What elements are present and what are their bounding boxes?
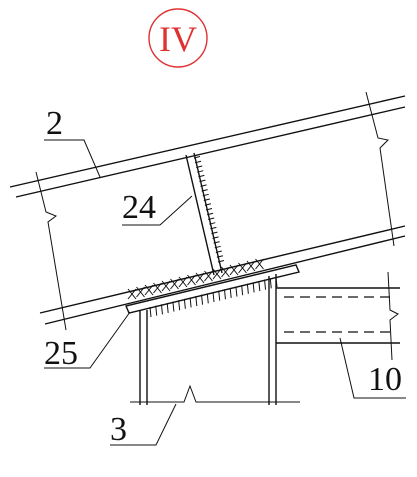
cross-hatch-stroke xyxy=(221,266,230,278)
cross-hatch-stroke xyxy=(153,282,162,294)
detail-mark-text: IV xyxy=(159,19,197,59)
label-bearing-plate: 25 xyxy=(44,335,78,372)
label-column: 3 xyxy=(110,411,127,448)
stiffener-weld-tick xyxy=(205,208,213,211)
bearing-plate-outline xyxy=(125,264,300,314)
cross-hatch-stroke xyxy=(161,280,171,292)
stiffener-weld-tick xyxy=(213,241,220,244)
stiffener-weld-tick xyxy=(204,203,212,206)
stiffener-weld-tick xyxy=(209,222,216,225)
stiffener-24 xyxy=(185,152,225,276)
plate-weld-tick xyxy=(189,297,192,308)
stiffener-line-left xyxy=(185,154,215,276)
stiffener-weld-tick xyxy=(194,160,202,164)
cross-hatch-stroke xyxy=(255,258,264,270)
cross-hatch-stroke xyxy=(187,274,196,286)
stiffener-line-right xyxy=(193,152,223,274)
stiffener-weld-tick xyxy=(217,260,225,263)
plate-weld-tick xyxy=(229,287,232,298)
stiffener-weld-tick xyxy=(199,179,206,183)
beam-bottom-flange-outer xyxy=(44,235,406,325)
plate-weld-tick xyxy=(195,296,198,307)
plate-weld-tick xyxy=(223,289,226,300)
cross-hatch-stroke xyxy=(144,284,154,296)
stiffener-weld-tick xyxy=(197,170,204,173)
beam-top-flange-inner xyxy=(15,106,406,198)
plate-weld-tick xyxy=(218,290,221,301)
plate-weld-tick xyxy=(206,293,209,304)
plate-weld-tick xyxy=(183,298,186,309)
bearing-plate-25 xyxy=(125,258,300,318)
label-side-beam: 10 xyxy=(368,361,402,398)
stiffener-weld-tick xyxy=(201,189,208,192)
stiffener-weld-tick xyxy=(212,236,219,239)
stiffener-weld-tick xyxy=(211,231,218,235)
plate-weld-tick xyxy=(246,283,249,294)
plate-weld-tick xyxy=(252,282,255,293)
label-stiffener: 24 xyxy=(122,189,156,226)
stiffener-weld-tick xyxy=(203,198,210,202)
bearing-plate-cross-hatch xyxy=(127,258,264,300)
cross-hatch-stroke xyxy=(246,260,256,272)
plate-weld-tick xyxy=(160,304,163,315)
stiffener-weld-hatch xyxy=(193,156,225,263)
cross-hatch-stroke xyxy=(178,276,188,288)
beam-left-break-line xyxy=(35,171,67,331)
inclined-beam xyxy=(9,91,406,331)
stiffener-weld-tick xyxy=(200,184,207,187)
stiffener-weld-tick xyxy=(196,165,203,168)
cross-hatch-stroke xyxy=(238,262,247,274)
cross-hatch-stroke xyxy=(212,268,222,280)
plate-weld-tick xyxy=(178,300,181,311)
plate-weld-tick xyxy=(201,294,204,305)
stiffener-weld-tick xyxy=(202,193,209,197)
plate-weld-tick xyxy=(166,302,169,313)
plate-weld-tick xyxy=(212,291,215,303)
detail-mark-circle xyxy=(148,8,208,68)
cross-hatch-stroke xyxy=(195,272,205,284)
side-beam-break-line xyxy=(387,271,399,361)
cross-hatch-stroke xyxy=(204,270,213,282)
plate-weld-tick xyxy=(258,281,261,292)
label-beam: 2 xyxy=(46,105,63,142)
stiffener-weld-tick xyxy=(210,226,217,230)
cross-hatch-stroke xyxy=(170,278,179,290)
stiffener-weld-tick xyxy=(208,217,215,220)
stiffener-weld-tick xyxy=(193,156,201,159)
cross-hatch-stroke xyxy=(127,288,137,300)
stiffener-weld-tick xyxy=(214,245,221,249)
cross-hatch-stroke xyxy=(229,264,239,276)
stiffener-weld-tick xyxy=(206,212,214,216)
cross-hatch-stroke xyxy=(136,286,145,298)
plate-weld-tick xyxy=(172,301,175,312)
plate-weld-tick xyxy=(235,286,238,297)
beam-bottom-flange-inner xyxy=(39,225,406,314)
stiffener-weld-tick xyxy=(216,255,224,258)
detail-mark: IV xyxy=(148,8,208,68)
leader-beam xyxy=(44,139,101,178)
side-beam-10 xyxy=(276,271,400,361)
column-3 xyxy=(130,274,300,405)
plate-weld-tick xyxy=(155,305,158,316)
stiffener-weld-tick xyxy=(198,174,205,178)
bearing-plate-weld-hatch xyxy=(149,276,278,318)
column-break-line xyxy=(130,384,300,403)
plate-weld-tick xyxy=(149,306,152,318)
beam-right-break-line xyxy=(365,91,395,247)
plate-weld-tick xyxy=(269,278,272,289)
stiffener-weld-tick xyxy=(215,250,222,254)
beam-top-flange-outer xyxy=(9,95,406,188)
plate-weld-tick xyxy=(241,285,244,296)
plate-weld-tick xyxy=(264,279,267,290)
